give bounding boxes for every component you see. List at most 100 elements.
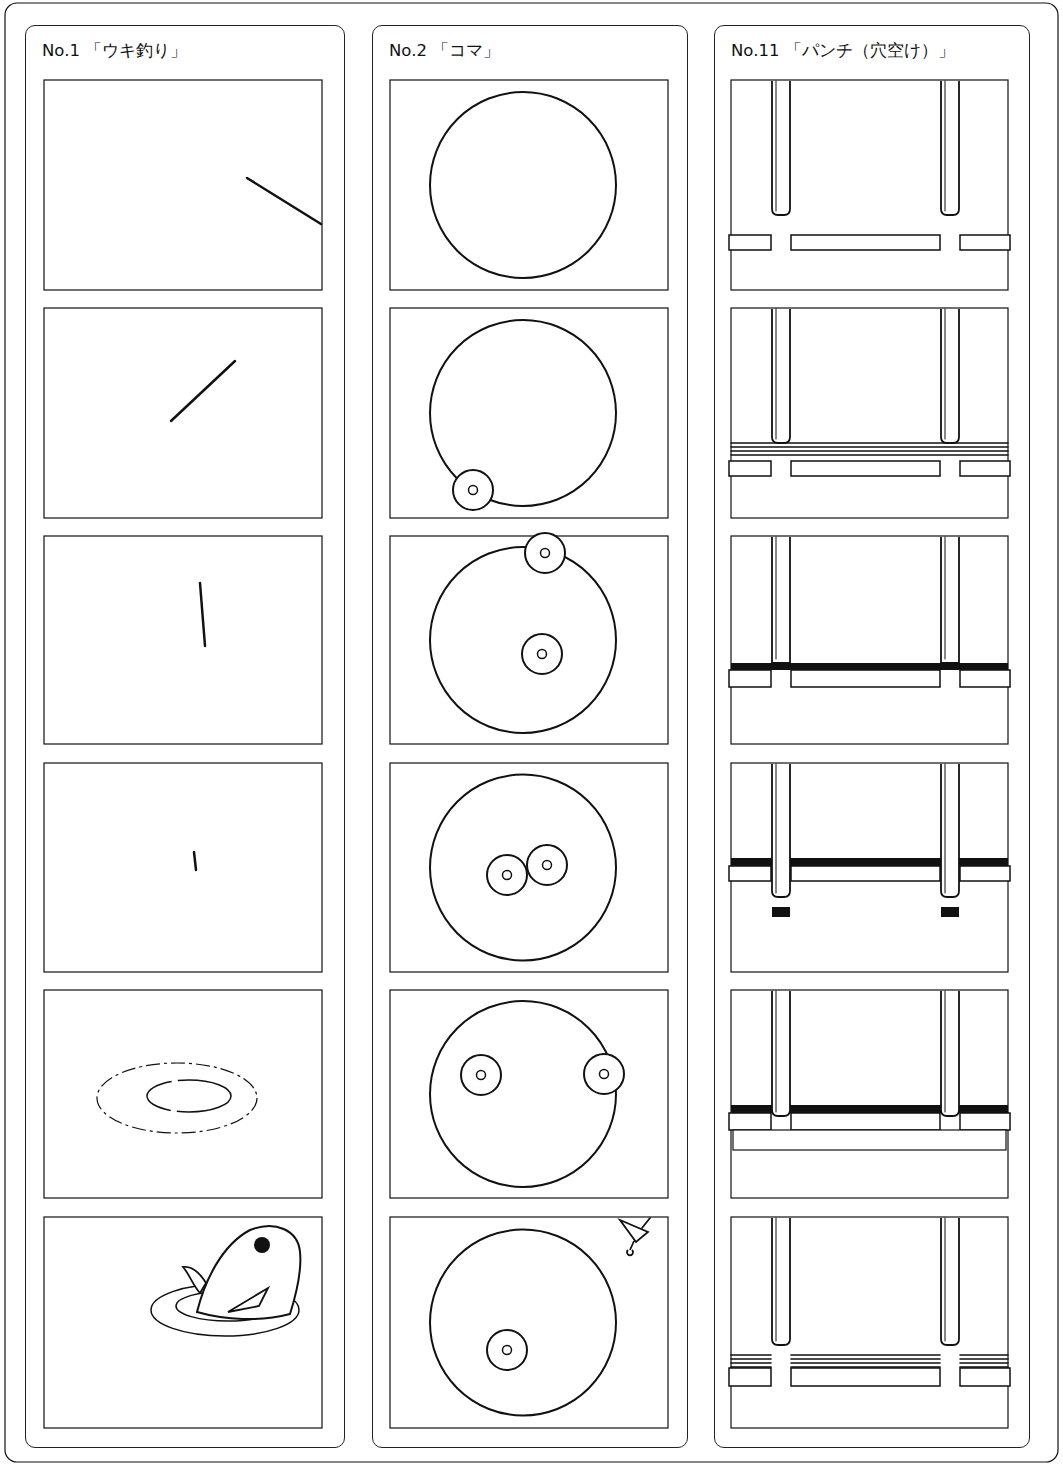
punch-tube-inner <box>776 991 777 1112</box>
punch-tube-inner <box>945 764 946 893</box>
top <box>487 1330 527 1370</box>
frame <box>731 990 1008 1198</box>
punch-tube <box>772 764 790 897</box>
ring <box>430 92 616 278</box>
panel: No.2 「コマ」 <box>372 25 688 1448</box>
fish-fin <box>183 1267 206 1293</box>
frame <box>390 80 668 290</box>
paper-sheet <box>731 1362 771 1364</box>
punch-tube <box>772 991 790 1116</box>
base-plate <box>729 235 771 250</box>
top <box>527 845 567 885</box>
panel-title: No.11 「パンチ（穴空け）」 <box>731 40 1029 62</box>
page-border <box>5 3 1058 1462</box>
frame <box>731 1217 1008 1428</box>
top <box>453 470 493 510</box>
top <box>525 533 565 573</box>
frame <box>731 308 1008 518</box>
ring <box>430 1230 616 1416</box>
fallen-top <box>642 1218 650 1228</box>
punch-tube <box>772 309 790 443</box>
base-plate <box>729 1113 771 1130</box>
frame <box>731 80 1008 290</box>
paper-sheet <box>731 446 1008 447</box>
punch-tube-inner <box>776 81 777 211</box>
base-plate <box>791 866 940 881</box>
frame <box>390 763 668 972</box>
punch-tube-inner <box>776 537 777 659</box>
paper-sheet <box>731 454 1008 455</box>
base-plate <box>729 1368 771 1386</box>
fish-eye <box>254 1237 270 1253</box>
frame <box>44 80 322 290</box>
frame <box>44 990 322 1198</box>
top <box>584 1054 624 1094</box>
frame <box>44 763 322 972</box>
paper-sheet <box>731 663 1008 670</box>
base-plate <box>733 1130 1006 1150</box>
punch-tube-inner <box>945 81 946 211</box>
punch-tube <box>772 1218 790 1345</box>
frame <box>390 990 668 1198</box>
paper-sheet <box>731 442 1008 443</box>
paper-sheet <box>791 1358 940 1360</box>
ring <box>430 547 616 733</box>
frame <box>731 536 1008 744</box>
top-axis <box>541 549 550 558</box>
paper-sheet <box>960 1358 1008 1360</box>
top-axis <box>469 486 478 495</box>
paper-sheet <box>960 1366 1008 1368</box>
ring <box>430 1001 616 1187</box>
top-axis <box>477 1071 486 1080</box>
base-plate <box>791 235 940 250</box>
punch-tube-inner <box>945 1218 946 1341</box>
top-axis <box>503 871 512 880</box>
panel: No.1 「ウキ釣り」 <box>25 25 345 1448</box>
punch-tube <box>941 309 959 443</box>
punch-tube-inner <box>776 309 777 439</box>
paper-sheet <box>731 1354 771 1356</box>
float <box>200 583 205 646</box>
punch-tube <box>772 81 790 215</box>
punch-tube <box>941 1218 959 1345</box>
base-plate <box>729 866 771 881</box>
punch-tube <box>941 764 959 897</box>
paper-sheet <box>731 1358 771 1360</box>
punch-tube-inner <box>945 991 946 1112</box>
base-plate <box>960 461 1010 476</box>
top-axis <box>503 1346 512 1355</box>
fish <box>197 1226 300 1319</box>
base-plate <box>729 670 771 687</box>
panel-title: No.2 「コマ」 <box>389 40 687 62</box>
frame <box>390 1217 668 1428</box>
top-axis <box>538 650 547 659</box>
fishing-line <box>171 361 235 421</box>
base-plate <box>791 1113 940 1130</box>
base-plate <box>960 1368 1010 1386</box>
paper-sheet <box>791 1366 940 1368</box>
punch-tube-inner <box>945 309 946 439</box>
ring <box>430 775 616 961</box>
punch-tube <box>772 537 790 663</box>
top <box>487 855 527 895</box>
punched-chip <box>941 907 959 917</box>
paper-sheet <box>731 1366 771 1368</box>
float <box>194 852 196 870</box>
punch-tube <box>941 991 959 1116</box>
base-plate <box>960 235 1010 250</box>
punch-tube-inner <box>945 537 946 659</box>
paper-sheet <box>960 1354 1008 1356</box>
punch-tube-inner <box>776 764 777 893</box>
base-plate <box>791 461 940 476</box>
punch-tube <box>941 81 959 215</box>
ripple <box>147 1080 231 1112</box>
base-plate <box>960 670 1010 687</box>
frame <box>44 1217 322 1428</box>
paper-sheet <box>960 1362 1008 1364</box>
base-plate <box>960 866 1010 881</box>
base-plate <box>791 1368 940 1386</box>
base-plate <box>960 1113 1010 1130</box>
base-plate <box>729 461 771 476</box>
punched-chip <box>772 907 790 917</box>
